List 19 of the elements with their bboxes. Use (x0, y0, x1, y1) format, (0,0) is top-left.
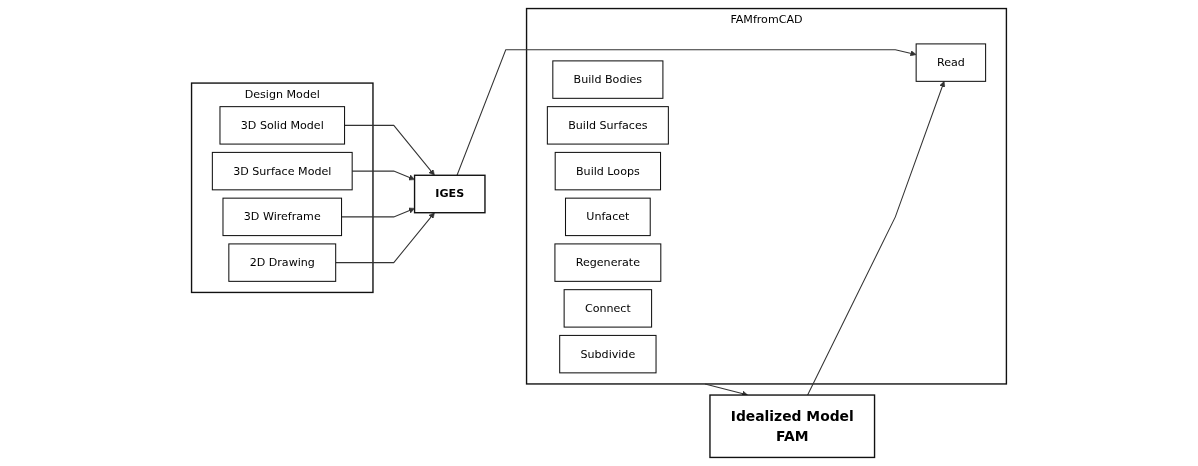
arrow (704, 383, 748, 397)
node-box: Unfacet (565, 197, 651, 237)
node-box: 3D Solid Model (219, 106, 346, 145)
node-box: IGES (413, 174, 486, 214)
arrow (335, 212, 435, 264)
node-box: Connect (563, 289, 653, 328)
node-box: Build Surfaces (546, 106, 669, 145)
node-box: 2D Drawing (228, 243, 337, 282)
node-box: Read (915, 43, 987, 82)
arrow (344, 124, 435, 176)
arrow (341, 207, 415, 218)
arrow (456, 49, 917, 176)
node-box: Build Bodies (552, 60, 664, 99)
node-box: 3D Wireframe (222, 197, 343, 237)
node-box: Build Loops (554, 151, 662, 191)
node-box: Idealized Model FAM (709, 394, 876, 459)
node-box: Regenerate (554, 243, 662, 282)
node-box: Subdivide (559, 334, 657, 374)
node-box: 3D Surface Model (211, 151, 353, 191)
